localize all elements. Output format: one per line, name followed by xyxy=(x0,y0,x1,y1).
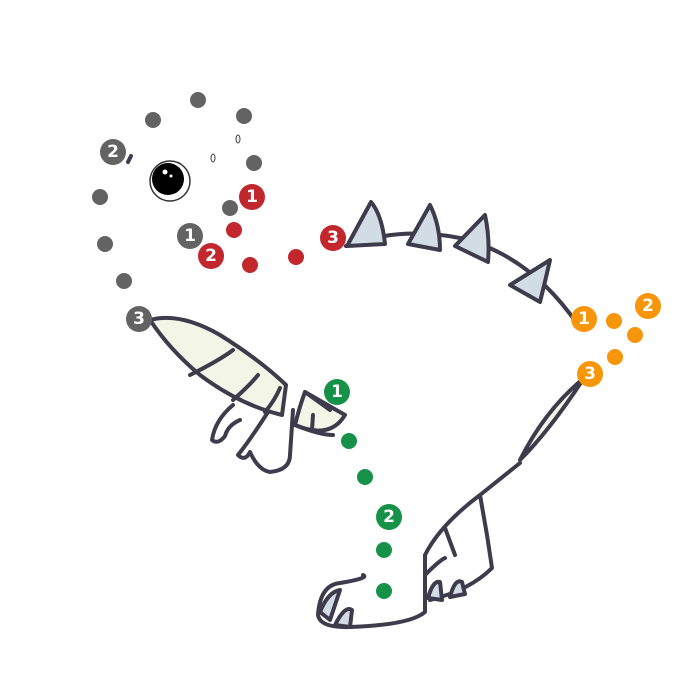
dot[interactable] xyxy=(606,313,622,329)
dot[interactable] xyxy=(607,349,623,365)
dot[interactable] xyxy=(242,257,258,273)
dot[interactable] xyxy=(288,249,304,265)
back-spike xyxy=(508,258,552,304)
numbered-dot[interactable] xyxy=(126,306,152,332)
green-dot-sequence: 1 2 xyxy=(324,379,402,599)
dot-number: 3 xyxy=(327,228,339,248)
dot[interactable] xyxy=(236,108,252,124)
head-mark xyxy=(126,154,133,164)
numbered-dot[interactable] xyxy=(198,243,224,269)
arm-2-stripe xyxy=(293,390,335,437)
toe-claw xyxy=(426,579,444,602)
numbered-dot[interactable] xyxy=(376,504,402,530)
numbered-dot[interactable] xyxy=(320,225,346,251)
dot-number: 3 xyxy=(133,309,145,329)
dot-number: 1 xyxy=(578,309,590,329)
dot[interactable] xyxy=(97,236,113,252)
toe-claw xyxy=(333,607,354,629)
red-dot-sequence: 1 2 3 xyxy=(198,184,346,273)
dot[interactable] xyxy=(226,222,242,238)
dot[interactable] xyxy=(92,189,108,205)
dot[interactable] xyxy=(341,433,357,449)
back-spike xyxy=(345,200,387,248)
dot-number: 3 xyxy=(584,364,596,384)
dot-number: 1 xyxy=(184,226,196,246)
numbered-dot[interactable] xyxy=(239,184,265,210)
toe-claw xyxy=(318,588,342,622)
dinosaur-drawing xyxy=(126,134,586,630)
dot-number: 2 xyxy=(383,507,395,527)
dot[interactable] xyxy=(357,469,373,485)
toe-claw xyxy=(448,579,467,599)
dot-number: 1 xyxy=(331,382,343,402)
arm-stripe xyxy=(188,348,282,414)
orange-dot-sequence: 1 2 3 xyxy=(571,293,661,387)
dot[interactable] xyxy=(190,92,206,108)
nostril xyxy=(235,134,241,144)
dot[interactable] xyxy=(145,112,161,128)
hind-thigh xyxy=(518,376,586,462)
dot-number: 2 xyxy=(205,246,217,266)
front-paw xyxy=(210,403,295,474)
dot-number: 2 xyxy=(642,296,654,316)
back-spike xyxy=(453,213,491,264)
dot[interactable] xyxy=(376,583,392,599)
nostril xyxy=(210,153,216,163)
dot-number: 2 xyxy=(107,142,119,162)
dot[interactable] xyxy=(222,200,238,216)
dot[interactable] xyxy=(376,542,392,558)
dot[interactable] xyxy=(246,155,262,171)
numbered-dot[interactable] xyxy=(177,223,203,249)
dot-number: 1 xyxy=(246,187,258,207)
hind-leg xyxy=(316,461,522,630)
dot[interactable] xyxy=(116,273,132,289)
numbered-dot[interactable] xyxy=(571,306,597,332)
eye-icon xyxy=(149,160,191,202)
back-spike xyxy=(406,203,442,252)
numbered-dot[interactable] xyxy=(100,139,126,165)
numbered-dot[interactable] xyxy=(635,293,661,319)
gray-dot-sequence: 1 2 3 xyxy=(92,92,262,332)
front-arm xyxy=(148,315,288,417)
dot[interactable] xyxy=(627,327,643,343)
numbered-dot[interactable] xyxy=(577,361,603,387)
numbered-dot[interactable] xyxy=(324,379,350,405)
